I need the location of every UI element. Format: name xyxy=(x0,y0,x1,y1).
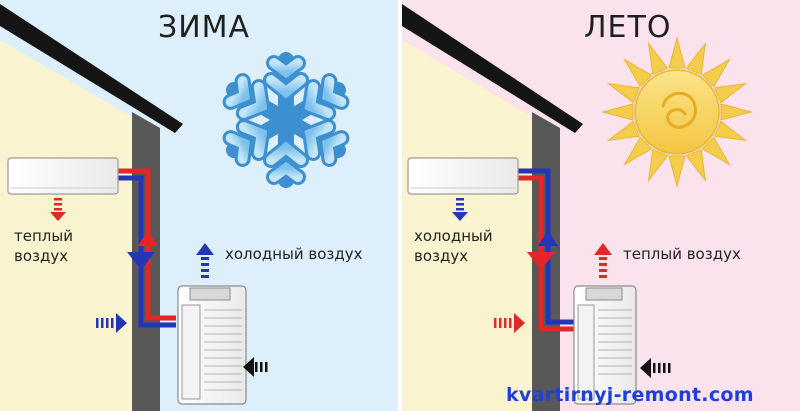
winter-house-wall xyxy=(0,40,132,411)
panel-divider xyxy=(398,0,402,411)
summer-pipe-arrow-down xyxy=(527,252,555,270)
winter-ambient-arrow xyxy=(243,357,268,377)
summer-cold-pipe xyxy=(516,168,574,325)
winter-pipe-arrow-down xyxy=(127,252,155,270)
summer-outdoor-label: теплый воздух xyxy=(623,245,741,263)
summer-warm-air-out-arrow xyxy=(594,243,612,278)
summer-air-in-arrow xyxy=(494,313,525,333)
summer-roof xyxy=(402,4,583,133)
summer-title: ЛЕТО xyxy=(584,10,672,45)
watermark: kvartirnyj-remont.com xyxy=(506,384,754,406)
winter-cold-pipe xyxy=(116,175,176,328)
summer-panel xyxy=(402,0,800,411)
summer-cool-air-arrow xyxy=(452,198,468,221)
winter-title: ЗИМА xyxy=(158,10,251,45)
winter-indoor-label: теплый воздух xyxy=(14,227,73,265)
summer-outdoor-unit xyxy=(573,285,637,405)
summer-indoor-unit xyxy=(407,157,519,195)
summer-pipe-arrow-up xyxy=(538,230,558,246)
winter-warm-air-arrow xyxy=(50,198,66,221)
summer-pipe-arrows xyxy=(527,230,558,270)
winter-panel xyxy=(0,0,398,411)
winter-pipe-arrow-up xyxy=(138,230,158,246)
summer-indoor-label: холодный воздух xyxy=(414,227,493,265)
winter-air-in-arrow xyxy=(96,313,127,333)
summer-ambient-arrow xyxy=(640,358,671,378)
snowflake-icon xyxy=(227,52,346,180)
winter-cold-air-out-arrow xyxy=(196,243,214,278)
winter-roof xyxy=(0,4,183,133)
winter-pipe-arrows xyxy=(127,230,158,270)
sun-icon xyxy=(602,36,752,187)
winter-outdoor-unit xyxy=(177,285,247,405)
winter-indoor-unit xyxy=(7,157,119,195)
winter-outdoor-label: холодный воздух xyxy=(225,245,363,263)
